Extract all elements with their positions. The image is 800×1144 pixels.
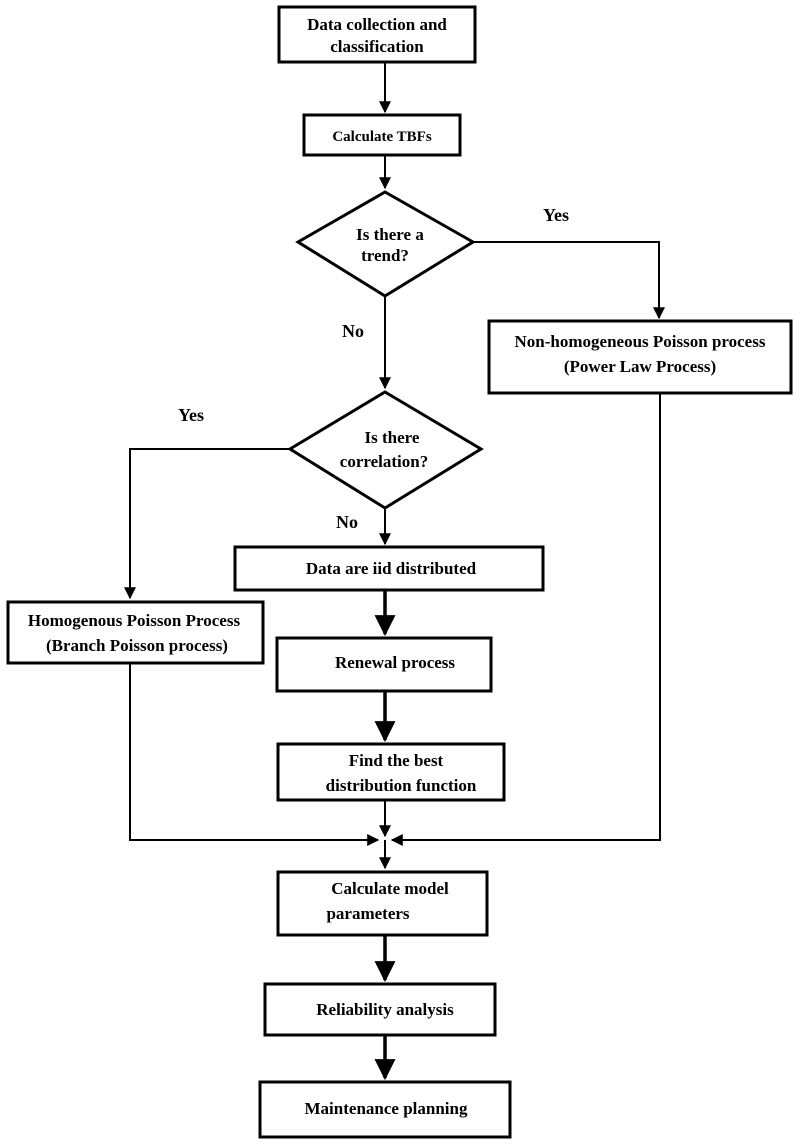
node-iid-text: Data are iid distributed bbox=[306, 559, 477, 578]
node-model-parameters-line1: Calculate model bbox=[331, 879, 449, 898]
node-hpp-line1: Homogenous Poisson Process bbox=[28, 611, 241, 630]
trend-no-label: No bbox=[342, 321, 364, 341]
connectors bbox=[124, 62, 665, 1081]
node-trend-decision-line2: trend? bbox=[361, 246, 409, 265]
node-calculate-tbfs-text: Calculate TBFs bbox=[332, 129, 431, 145]
correlation-yes-label: Yes bbox=[178, 405, 204, 425]
node-model-parameters: Calculate model parameters bbox=[276, 870, 489, 937]
node-best-distribution-line1: Find the best bbox=[349, 751, 444, 770]
node-correlation-decision-line1: Is there bbox=[365, 428, 420, 447]
node-hpp-line2: (Branch Poisson process) bbox=[46, 636, 228, 655]
node-hpp: Homogenous Poisson Process (Branch Poiss… bbox=[6, 600, 265, 665]
node-maintenance: Maintenance planning bbox=[258, 1080, 512, 1139]
correlation-no-label: No bbox=[336, 512, 358, 532]
node-correlation-decision: Is there correlation? bbox=[287, 390, 484, 510]
node-maintenance-text: Maintenance planning bbox=[305, 1099, 468, 1118]
node-reliability: Reliability analysis bbox=[263, 982, 497, 1037]
node-renewal-text: Renewal process bbox=[335, 653, 455, 672]
edge-correlation-yes-to-hpp bbox=[124, 448, 290, 600]
node-trend-decision-line1: Is there a bbox=[356, 225, 424, 244]
node-nhpp: Non-homogeneous Poisson process (Power L… bbox=[487, 319, 793, 395]
node-calculate-tbfs: Calculate TBFs bbox=[302, 113, 462, 157]
node-best-distribution: Find the best distribution function bbox=[276, 742, 506, 802]
node-iid: Data are iid distributed bbox=[233, 545, 545, 592]
edge-hpp-to-merge bbox=[129, 663, 380, 846]
edge-trend-yes-to-nhpp bbox=[473, 241, 665, 320]
trend-yes-label: Yes bbox=[543, 205, 569, 225]
node-reliability-text: Reliability analysis bbox=[316, 1000, 454, 1019]
node-model-parameters-line2: parameters bbox=[326, 904, 409, 923]
node-renewal: Renewal process bbox=[275, 636, 493, 693]
node-best-distribution-line2: distribution function bbox=[326, 776, 477, 795]
node-data-collection-line1: Data collection and bbox=[307, 15, 447, 34]
node-nhpp-line1: Non-homogeneous Poisson process bbox=[515, 332, 766, 351]
node-correlation-decision-line2: correlation? bbox=[340, 452, 428, 471]
node-trend-decision: Is there a trend? bbox=[295, 190, 476, 298]
node-nhpp-line2: (Power Law Process) bbox=[564, 357, 716, 376]
node-data-collection-line2: classification bbox=[330, 37, 424, 56]
node-data-collection: Data collection and classification bbox=[277, 5, 477, 64]
edge-nhpp-to-merge bbox=[390, 393, 661, 846]
